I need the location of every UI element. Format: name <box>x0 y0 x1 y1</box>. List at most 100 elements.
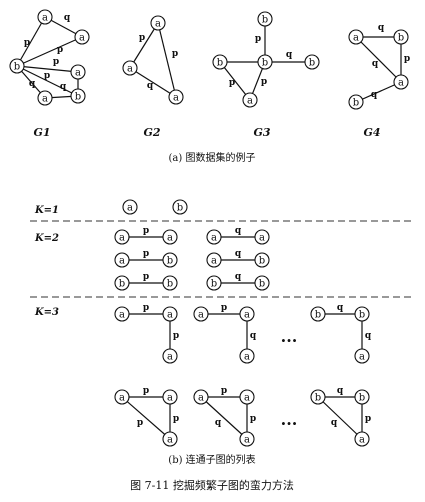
node-label: b <box>167 256 173 267</box>
k2-node: a <box>254 229 270 245</box>
graph-G4-node: a <box>348 29 364 45</box>
graph-G1-node: a <box>37 9 53 25</box>
k-label: K=1 <box>34 205 59 216</box>
node-circle <box>310 306 326 322</box>
graph-G1-node: b <box>9 58 25 74</box>
node-circle <box>239 306 255 322</box>
edge-label: p <box>173 414 179 424</box>
node-circle <box>114 306 130 322</box>
node-label: b <box>167 279 173 290</box>
node-circle <box>206 229 222 245</box>
node-label: b <box>211 279 217 290</box>
edge-line <box>317 396 363 440</box>
graph-G1-node: a <box>74 29 90 45</box>
k1-node: a <box>122 199 138 215</box>
k2-node: a <box>206 229 222 245</box>
node-circle <box>122 60 138 76</box>
node-circle <box>162 252 178 268</box>
node-circle <box>254 252 270 268</box>
k3-edge <box>200 396 248 440</box>
node-label: b <box>359 393 365 404</box>
node-label: a <box>42 13 48 24</box>
edge-label: p <box>221 386 227 396</box>
edge-label: q <box>235 249 242 259</box>
node-circle <box>242 92 258 108</box>
k2-node: a <box>114 252 130 268</box>
edge-label: q <box>378 23 385 33</box>
graph-G3-node: b <box>257 54 273 70</box>
node-label: b <box>262 15 268 26</box>
k3-node: a <box>239 389 255 405</box>
edge-line <box>16 16 46 67</box>
graph-G4-node: a <box>393 74 409 90</box>
edge-line <box>16 65 79 73</box>
edge-line <box>157 22 177 98</box>
figure-caption: 图 7-11 挖掘频繁子图的蛮力方法 <box>130 478 294 492</box>
node-circle <box>254 275 270 291</box>
node-label: b <box>353 98 359 109</box>
edge-label: p <box>404 54 410 64</box>
graph-G4-edge <box>355 81 402 103</box>
graph-G2-node: a <box>150 15 166 31</box>
edge-line <box>16 65 79 97</box>
node-circle <box>354 348 370 364</box>
node-label: a <box>155 19 161 30</box>
edge-label: p <box>172 49 178 59</box>
edge-label: q <box>147 81 154 91</box>
k3-node: a <box>114 389 130 405</box>
node-circle <box>172 199 188 215</box>
node-label: a <box>211 233 217 244</box>
node-circle <box>193 306 209 322</box>
node-circle <box>354 306 370 322</box>
node-circle <box>393 74 409 90</box>
node-label: b <box>177 203 183 214</box>
node-label: a <box>119 393 125 404</box>
edge-label: p <box>221 303 227 313</box>
ellipsis: ··· <box>281 331 298 350</box>
node-label: a <box>167 352 173 363</box>
edge-label: p <box>143 272 149 282</box>
node-circle <box>254 229 270 245</box>
k3-node: a <box>239 348 255 364</box>
k3-node: a <box>193 389 209 405</box>
k3-node: a <box>354 431 370 447</box>
node-circle <box>348 94 364 110</box>
graph-G2-edge <box>157 22 177 98</box>
node-label: a <box>244 435 250 446</box>
ellipsis-text: ··· <box>281 331 298 350</box>
node-label: a <box>244 352 250 363</box>
node-circle <box>239 431 255 447</box>
k-label: K=3 <box>34 307 59 318</box>
node-label: a <box>244 310 250 321</box>
k3-node: b <box>354 389 370 405</box>
node-label: b <box>398 33 404 44</box>
edge-label: p <box>261 77 267 87</box>
node-label: b <box>14 62 20 73</box>
graph-label: G4 <box>363 126 380 139</box>
ellipsis: ··· <box>281 414 298 433</box>
edge-line <box>16 36 83 67</box>
node-circle <box>114 252 130 268</box>
k3-edge <box>317 396 363 440</box>
edge-label: q <box>250 331 257 341</box>
node-label: b <box>309 58 315 69</box>
node-label: a <box>359 352 365 363</box>
node-label: a <box>211 256 217 267</box>
edge-label: p <box>53 57 59 67</box>
node-label: a <box>167 233 173 244</box>
panel-a-caption: (a) 图数据集的例子 <box>169 151 256 164</box>
graph-G3-node: a <box>242 92 258 108</box>
k2-node: a <box>114 229 130 245</box>
node-circle <box>162 275 178 291</box>
node-circle <box>257 54 273 70</box>
graph-G1-edge <box>16 36 83 67</box>
edge-label: q <box>60 82 67 92</box>
node-circle <box>310 389 326 405</box>
node-circle <box>70 64 86 80</box>
edge-label: q <box>331 418 338 428</box>
node-circle <box>393 29 409 45</box>
edge-label: q <box>372 59 379 69</box>
edge-label: p <box>173 331 179 341</box>
edge-label: p <box>255 34 261 44</box>
graph-label: G1 <box>33 126 50 139</box>
